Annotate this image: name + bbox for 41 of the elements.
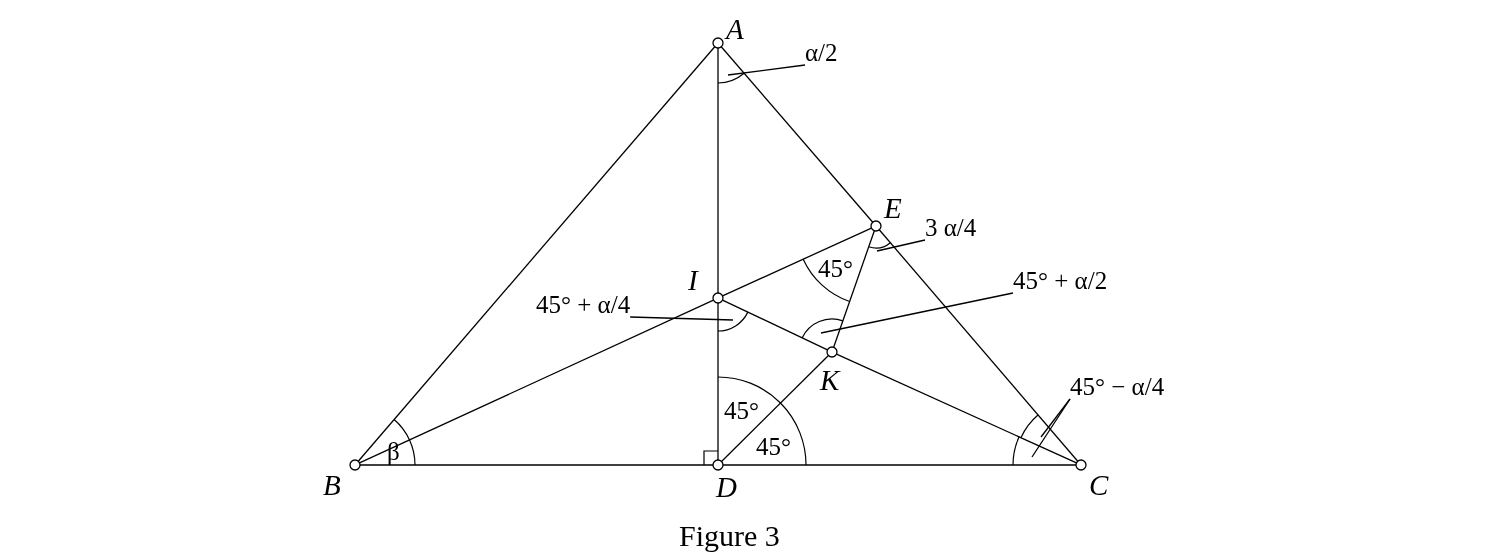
line-segment <box>359 464 714 466</box>
line-segment <box>835 353 1078 464</box>
leader-line <box>1031 398 1071 458</box>
line-segment <box>358 299 715 464</box>
angle-label: 45° − α/4 <box>1070 374 1165 399</box>
line-segment <box>721 227 873 297</box>
angle-arc <box>801 318 844 339</box>
angle-label: 45° <box>756 434 791 459</box>
angle-label: 45° + α/4 <box>536 292 631 317</box>
line-segment <box>720 354 830 463</box>
leader-line <box>1040 398 1071 438</box>
point-label: B <box>323 471 341 500</box>
point-label: E <box>884 194 902 223</box>
leader-line <box>876 239 926 252</box>
angle-label: 45° <box>818 256 853 281</box>
line-segment <box>357 46 716 462</box>
line-segment <box>720 46 874 223</box>
angle-arc <box>717 72 745 84</box>
angle-label: 45° + α/2 <box>1013 268 1108 293</box>
angle-arc <box>717 311 749 332</box>
leader-line <box>727 64 806 76</box>
figure-caption: Figure 3 <box>679 521 780 551</box>
angle-label: 45° <box>724 398 759 423</box>
line-segment <box>717 302 719 461</box>
line-segment <box>722 464 1077 466</box>
point-label: D <box>716 473 737 502</box>
angle-arc <box>868 242 891 249</box>
leader-line <box>629 316 734 321</box>
leader-line <box>820 292 1014 334</box>
point-label: I <box>688 266 698 295</box>
line-segment <box>878 229 1079 462</box>
angle-arc <box>1020 414 1039 439</box>
point-label: C <box>1089 471 1109 500</box>
angle-label: α/2 <box>805 40 838 65</box>
line-segment <box>717 47 719 294</box>
angle-label: 3 α/4 <box>925 215 977 240</box>
line-segment <box>721 299 829 351</box>
angle-arc <box>1012 435 1020 466</box>
line-segment <box>833 230 875 348</box>
point-label: K <box>820 366 840 395</box>
point-label: A <box>726 15 744 44</box>
